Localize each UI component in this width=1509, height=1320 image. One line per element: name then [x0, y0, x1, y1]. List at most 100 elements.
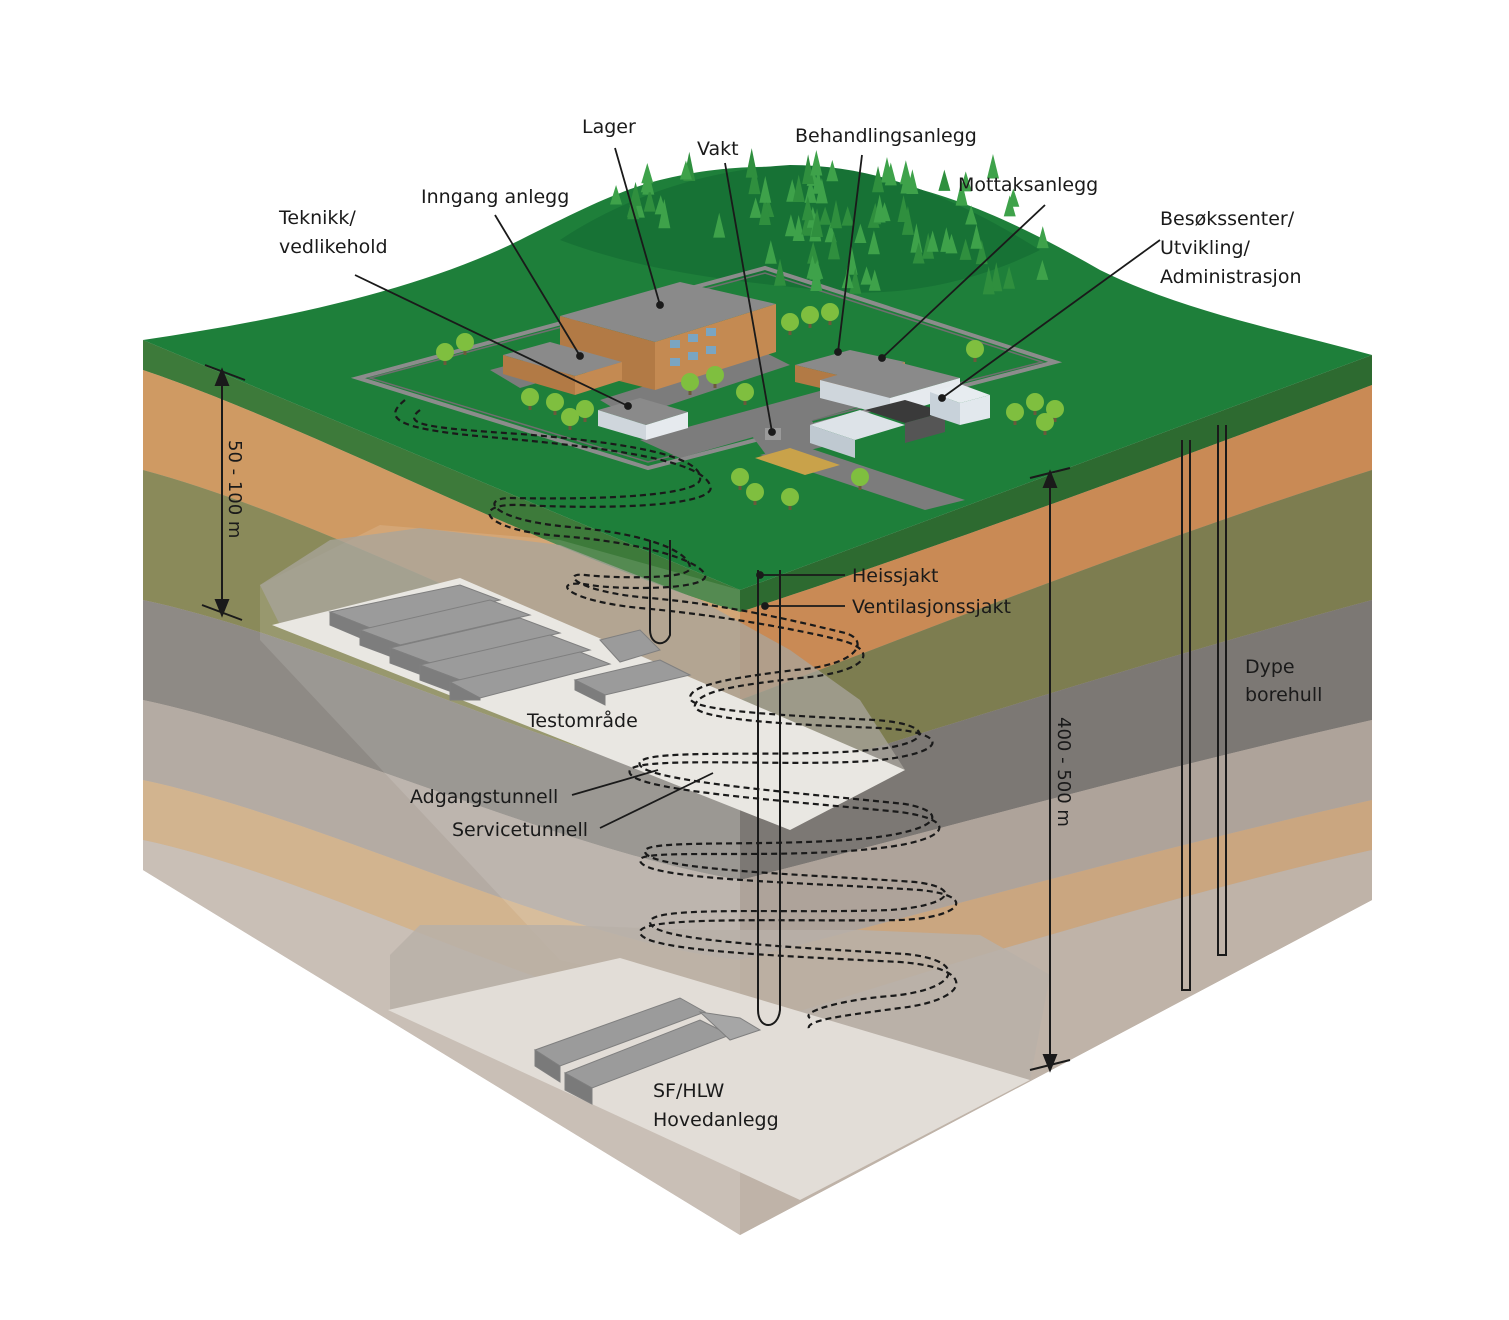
- conifer-tree: [810, 150, 823, 176]
- label-teknikk-line1: Teknikk/: [278, 207, 356, 229]
- conifer-tree: [938, 169, 951, 191]
- conifer-tree: [811, 259, 824, 279]
- left-stratum-grass-edge: [143, 340, 740, 612]
- conifer-tree: [819, 206, 832, 225]
- label-ventilasjonssjakt: Ventilasjonssjakt: [852, 596, 1011, 618]
- label-testomrade: Testområde: [526, 709, 638, 732]
- deciduous-tree: [1026, 393, 1044, 415]
- conifer-tree: [826, 159, 839, 182]
- conifer-tree: [764, 240, 777, 264]
- deciduous-tree: [456, 333, 474, 355]
- conifer-tree: [1003, 195, 1016, 217]
- label-mottaksanlegg: Mottaksanlegg: [958, 174, 1098, 196]
- conifer-tree: [841, 206, 854, 226]
- conifer-tree: [629, 181, 642, 206]
- label-dim-deep: 400 - 500 m: [1053, 717, 1074, 827]
- label-dype-line2: borehull: [1245, 684, 1322, 706]
- conifer-tree: [641, 162, 654, 184]
- label-inngang-anlegg: Inngang anlegg: [421, 186, 569, 208]
- main-facility-tunnels: [533, 997, 762, 1105]
- label-vakt: Vakt: [697, 138, 739, 160]
- conifer-tree: [959, 238, 972, 260]
- conifer-tree: [872, 166, 885, 193]
- left-stratum-grey: [143, 600, 740, 880]
- deciduous-tree: [966, 340, 984, 362]
- ventilasjon-shaft: [757, 570, 781, 1026]
- label-teknikk-line2: vedlikehold: [279, 236, 388, 258]
- access-tunnel-spiral: [394, 399, 958, 1031]
- label-dype-line1: Dype: [1245, 656, 1295, 678]
- conifer-tree: [626, 195, 639, 218]
- label-besok-line2: Utvikling/: [1160, 237, 1251, 259]
- label-besok-line3: Administrasjon: [1160, 266, 1301, 288]
- deciduous-tree: [546, 393, 564, 415]
- deciduous-tree: [781, 313, 799, 335]
- main-cavern-floor: [388, 958, 1030, 1200]
- deciduous-tree: [801, 306, 819, 328]
- deciduous-tree: [681, 373, 699, 395]
- building-teknikk: [598, 398, 688, 440]
- label-servicetunnell: Servicetunnell: [452, 819, 588, 841]
- conifer-tree: [801, 211, 814, 235]
- conifer-tree: [990, 262, 1003, 292]
- right-stratum-grey: [740, 600, 1372, 880]
- conifer-tree: [749, 197, 762, 218]
- conifer-tree: [1003, 266, 1016, 289]
- conifer-tree: [970, 224, 983, 249]
- leader-lines: [354, 147, 1161, 829]
- conifer-tree: [784, 214, 797, 237]
- conifer-tree: [940, 227, 953, 252]
- conifer-tree: [610, 184, 623, 205]
- deciduous-tree: [436, 343, 454, 365]
- conifer-tree: [897, 194, 910, 222]
- conifer-tree: [965, 205, 978, 225]
- conifer-tree: [654, 195, 667, 215]
- deciduous-tree: [561, 408, 579, 430]
- deciduous-tree: [1046, 400, 1064, 422]
- right-stratum-lightgrey: [740, 720, 1372, 960]
- deciduous-tree: [851, 468, 869, 490]
- conifer-tree: [880, 156, 893, 183]
- left-stratum-lightgrey: [143, 700, 740, 960]
- conifer-tree: [792, 174, 805, 202]
- conifer-tree: [975, 239, 988, 265]
- right-stratum-grass-edge: [740, 355, 1372, 612]
- conifer-tree: [804, 178, 817, 203]
- service-tunnel-spiral: [413, 409, 950, 1019]
- conifer-tree: [774, 258, 786, 286]
- conifer-tree: [640, 172, 653, 193]
- label-sf-line1: SF/HLW: [653, 1080, 725, 1102]
- conifer-tree: [860, 266, 873, 285]
- deciduous-tree: [576, 400, 594, 422]
- deciduous-tree: [746, 483, 764, 505]
- right-stratum-olive: [740, 470, 1372, 790]
- forest: [610, 148, 1049, 295]
- deciduous-tree: [521, 388, 539, 410]
- conifer-tree: [854, 223, 867, 244]
- conifer-tree: [811, 208, 824, 237]
- conifer-tree: [867, 230, 880, 255]
- conifer-tree: [900, 167, 913, 194]
- conifer-tree: [986, 154, 999, 179]
- left-stratum-bottom: [143, 840, 740, 1235]
- label-besok-line1: Besøkssenter/: [1160, 208, 1295, 230]
- deciduous-tree: [1006, 403, 1024, 425]
- heissjakt-shaft: [649, 540, 671, 645]
- surface-grass: [143, 166, 1372, 590]
- label-behandlingsanlegg: Behandlingsanlegg: [795, 125, 977, 147]
- conifer-tree: [1036, 226, 1049, 249]
- label-adgangstunnell: Adgangstunnell: [410, 786, 558, 808]
- conifer-tree: [878, 202, 891, 222]
- conifer-tree: [758, 196, 771, 226]
- conifer-tree: [926, 230, 939, 252]
- deciduous-tree: [1036, 413, 1054, 435]
- dim-arrow-shallow: [201, 364, 246, 621]
- conifer-tree: [827, 231, 840, 260]
- conifer-tree: [1036, 259, 1049, 280]
- deciduous-tree: [731, 468, 749, 490]
- conifer-tree: [982, 266, 995, 295]
- parking-lot: [755, 448, 840, 475]
- conifer-tree: [801, 195, 814, 221]
